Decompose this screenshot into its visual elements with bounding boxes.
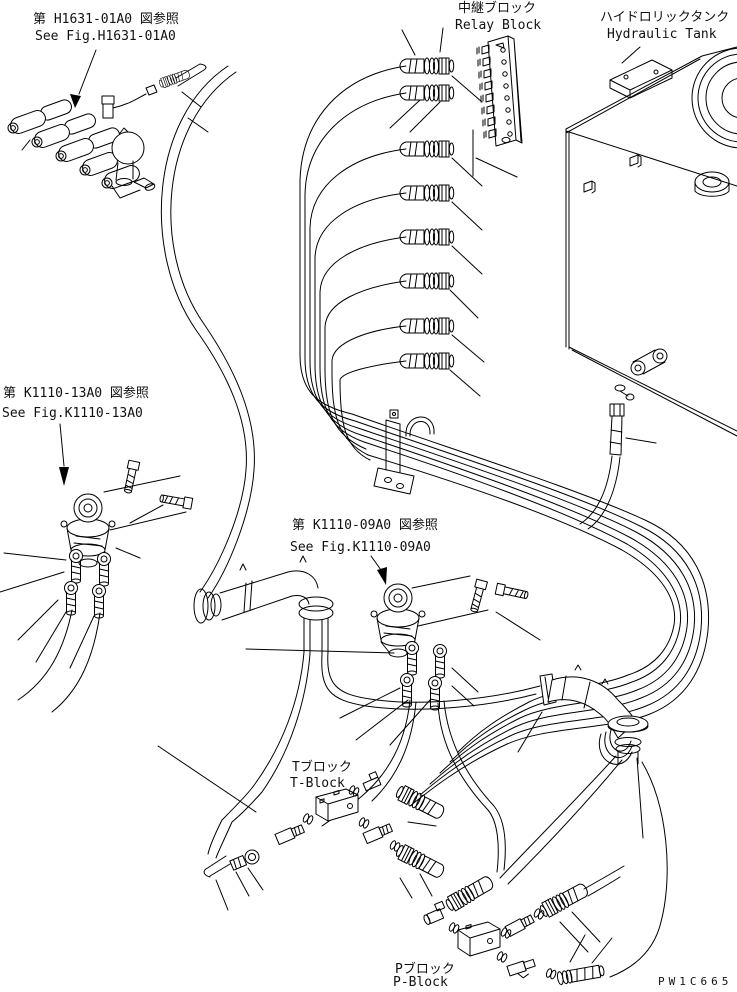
ref-k1110-09-label-en: See Fig.K1110-09A0 (290, 540, 431, 555)
ref-k1110-13-leader-line (59, 423, 65, 467)
t-block-graphic (157, 745, 447, 911)
solenoid-valve-cluster-graphic (7, 63, 209, 199)
hydraulic-tank-graphic (565, 46, 737, 530)
callout-ref-k1110-13: 第 K1110-13A0 図参照 See Fig.K1110-13A0 (2, 385, 149, 486)
hydraulic-tank-label-en: Hydraulic Tank (607, 27, 717, 42)
p-block-label-en: P-Block (393, 975, 448, 990)
center-ppc-valve-graphic (245, 575, 541, 873)
relay-block-label-jp: 中継ブロック (458, 0, 536, 16)
callout-relay-block: 中継ブロック Relay Block (455, 0, 541, 33)
ref-k1110-09-label-jp: 第 K1110-09A0 図参照 (292, 517, 438, 533)
clamp-bracket-graphic (373, 409, 435, 495)
callout-t-block: Tブロック T-Block (290, 759, 352, 791)
pilot-pipe-graphic (193, 555, 541, 859)
callout-p-block: Pブロック P-Block (393, 961, 455, 990)
callout-ref-h1631: 第 H1631-01A0 図参照 See Fig.H1631-01A0 (33, 11, 179, 108)
ref-h1631-label-en: See Fig.H1631-01A0 (35, 29, 176, 44)
ref-k1110-13-label-en: See Fig.K1110-13A0 (2, 406, 143, 421)
ref-k1110-09-leader-line (370, 555, 382, 571)
ref-k1110-13-arrowhead (59, 467, 69, 486)
t-block-label-en: T-Block (290, 776, 345, 791)
callout-hydraulic-tank: ハイドロリックタンク Hydraulic Tank (600, 10, 729, 42)
callout-ref-k1110-09: 第 K1110-09A0 図参照 See Fig.K1110-09A0 (290, 517, 438, 585)
ref-h1631-leader-line (78, 49, 97, 95)
p-block-label-jp: Pブロック (395, 961, 455, 977)
grommet-and-elbow-hose-graphic (499, 664, 668, 978)
ref-k1110-13-label-jp: 第 K1110-13A0 図参照 (3, 385, 149, 401)
relay-block-label-en: Relay Block (455, 18, 541, 33)
hose-bundle-graphic (160, 65, 710, 807)
left-ppc-valve-graphic (0, 459, 194, 713)
ref-h1631-arrowhead (70, 94, 81, 108)
p-block-graphic (423, 865, 625, 986)
drawing-number: PW1C665 (658, 975, 732, 988)
t-block-label-jp: Tブロック (292, 759, 352, 775)
ref-k1110-09-arrowhead (377, 567, 387, 585)
ref-h1631-label-jp: 第 H1631-01A0 図参照 (33, 11, 179, 27)
hydraulic-tank-label-jp: ハイドロリックタンク (600, 10, 729, 25)
relay-block-graphic (389, 27, 523, 397)
